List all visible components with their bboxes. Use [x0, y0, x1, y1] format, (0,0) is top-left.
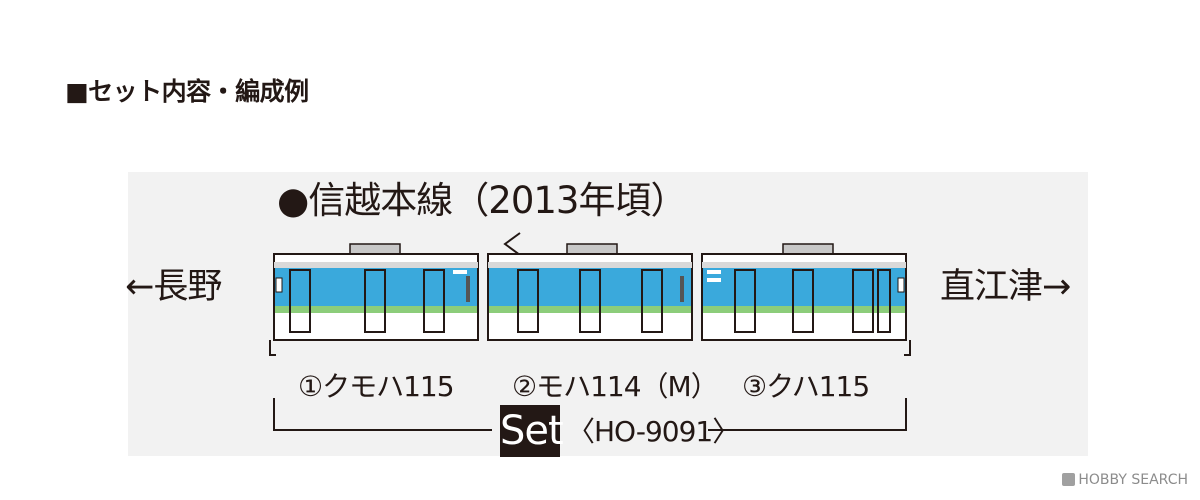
watermark: HOBBY SEARCH: [1062, 472, 1188, 488]
section-heading: ■セット内容・編成例: [65, 77, 309, 106]
roof-unit-car2: [566, 243, 618, 255]
roof-unit-car3: [782, 243, 834, 255]
direction-left-label: ←長野: [125, 267, 222, 307]
set-bracket-right: [708, 398, 907, 431]
watermark-text: HOBBY SEARCH: [1078, 472, 1188, 488]
car-2: [487, 253, 693, 341]
car-1: [269, 253, 479, 356]
watermark-logo-icon: [1062, 473, 1076, 486]
car-3: [701, 253, 911, 356]
title-pointer: [503, 232, 521, 256]
car-3-label: ③クハ115: [742, 370, 870, 403]
set-badge: Set: [500, 405, 564, 457]
line-title: ●信越本線（2013年頃）: [277, 179, 687, 222]
car-2-label: ②モハ114（M）: [512, 370, 719, 403]
direction-right-label: 直江津→: [940, 267, 1071, 307]
roof-unit-car1: [349, 243, 401, 255]
set-bracket-left: [273, 398, 492, 431]
set-code: 〈HO-9091〉: [567, 415, 740, 448]
car-1-label: ①クモハ115: [298, 370, 455, 403]
